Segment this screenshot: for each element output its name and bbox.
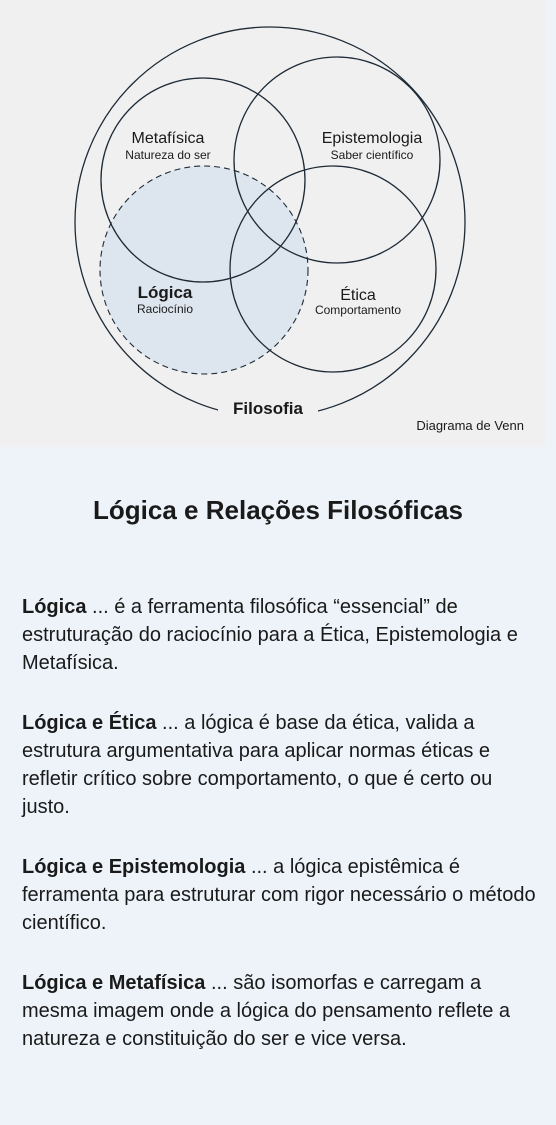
paragraph-lead: Lógica e Ética — [22, 712, 157, 734]
epistemologia-subtitle: Saber científico — [331, 148, 414, 162]
diagram-caption: Diagrama de Venn — [416, 418, 524, 433]
logica-subtitle: Raciocínio — [137, 302, 193, 316]
etica-title: Ética — [340, 285, 376, 304]
etica-circle — [229, 165, 437, 373]
logica-circle — [99, 165, 309, 375]
logica-title: Lógica — [138, 283, 193, 302]
paragraph-logica-epistemologia: Lógica e Epistemologia ... a lógica epis… — [22, 853, 542, 937]
venn-diagram-panel: Filosofia Metafísica Natureza do ser Epi… — [0, 0, 545, 447]
article-panel: Lógica e Relações Filosóficas Lógica ...… — [0, 447, 556, 1125]
filosofia-label: Filosofia — [233, 399, 303, 418]
paragraph-text: ... são isomorfas e carregam a mesma ima… — [22, 972, 511, 1050]
paragraph-logica-etica: Lógica e Ética ... a lógica é base da ét… — [22, 709, 542, 821]
paragraph-text: ... é a ferramenta filosófica “essencial… — [22, 596, 518, 674]
epistemologia-title: Epistemologia — [322, 130, 423, 147]
venn-diagram: Filosofia Metafísica Natureza do ser Epi… — [74, 26, 524, 433]
paragraph-logica: Lógica ... é a ferramenta filosófica “es… — [22, 593, 542, 677]
filosofia-label-bg — [218, 392, 318, 420]
metafisica-circle — [100, 77, 306, 283]
paragraph-lead: Lógica e Metafísica — [22, 972, 206, 994]
paragraph-text: ... a lógica é base da ética, valida a e… — [22, 712, 493, 818]
paragraph-logica-metafisica: Lógica e Metafísica ... são isomorfas e … — [22, 969, 542, 1053]
etica-subtitle: Comportamento — [315, 303, 401, 317]
metafisica-subtitle: Natureza do ser — [125, 148, 210, 162]
article-title: Lógica e Relações Filosóficas — [93, 495, 463, 525]
paragraph-lead: Lógica e Epistemologia — [22, 856, 246, 878]
paragraph-text: ... a lógica epistêmica é ferramenta par… — [22, 856, 536, 934]
paragraph-lead: Lógica — [22, 596, 87, 618]
epistemologia-circle — [233, 56, 441, 264]
metafisica-title: Metafísica — [132, 130, 205, 147]
